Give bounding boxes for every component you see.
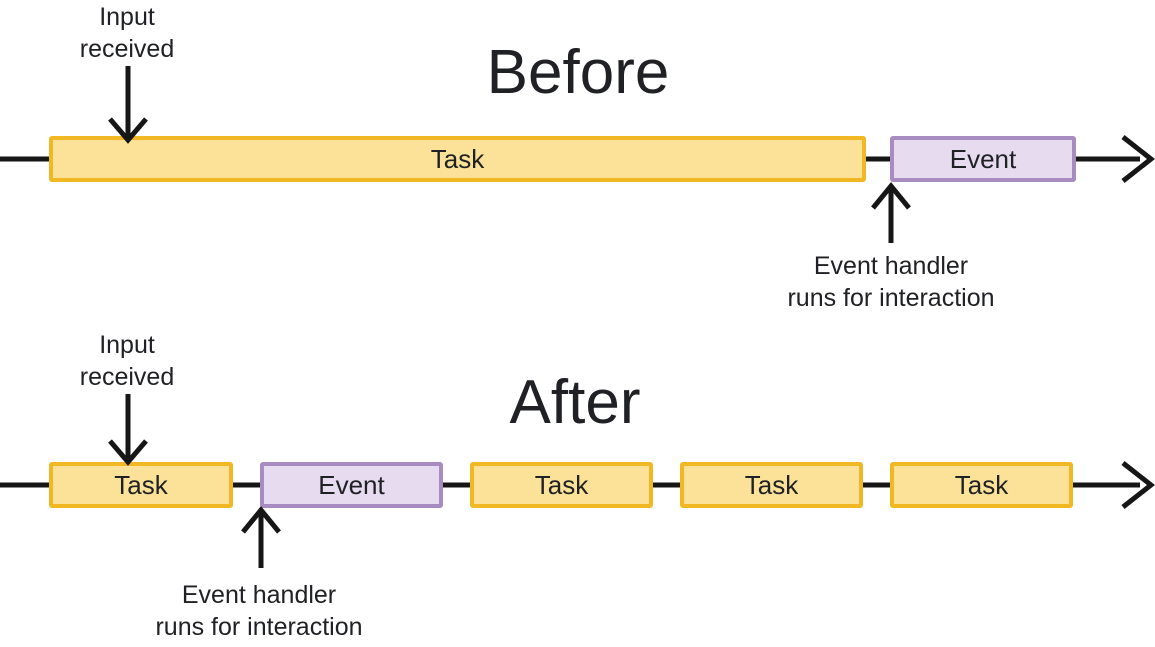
after-timeline-right-arrowhead (1121, 461, 1155, 509)
before-handler-label: Event handler runs for interaction (741, 250, 1041, 314)
before-input-label: Input received (27, 1, 227, 65)
after-task-label-1: Task (114, 469, 168, 500)
before-handler-up-arrowhead (871, 182, 911, 210)
before-input-label-line2: received (79, 35, 175, 63)
after-input-label: Input received (27, 329, 227, 393)
after-input-label-line1: Input (99, 331, 155, 359)
before-event-box: Event (890, 136, 1076, 182)
before-handler-label-line2: runs for interaction (787, 284, 995, 312)
before-timeline-right-arrowhead (1121, 135, 1155, 183)
after-title: After (509, 368, 641, 437)
after-task-label-4: Task (954, 469, 1009, 500)
before-input-label-line1: Input (99, 3, 155, 31)
before-handler-label-line1: Event handler (813, 252, 969, 280)
after-task-label-2: Task (534, 469, 589, 500)
after-task-box-3: Task (680, 462, 863, 508)
after-handler-label-line1: Event handler (181, 581, 337, 609)
before-task-label: Task (430, 143, 485, 174)
after-task-box-4: Task (890, 462, 1073, 508)
after-handler-up-arrowhead (241, 506, 281, 534)
after-input-down-arrowhead (108, 439, 148, 466)
after-event-label: Event (318, 469, 385, 500)
before-event-label: Event (949, 143, 1017, 174)
before-title: Before (486, 38, 670, 107)
after-task-box-2: Task (470, 462, 653, 508)
before-task-box: Task (49, 136, 866, 182)
after-task-label-3: Task (744, 469, 799, 500)
after-handler-label: Event handler runs for interaction (109, 579, 409, 643)
after-handler-label-line2: runs for interaction (155, 613, 363, 641)
after-task-box-1: Task (49, 462, 233, 508)
after-event-box: Event (260, 462, 443, 508)
after-input-label-line2: received (79, 363, 175, 391)
